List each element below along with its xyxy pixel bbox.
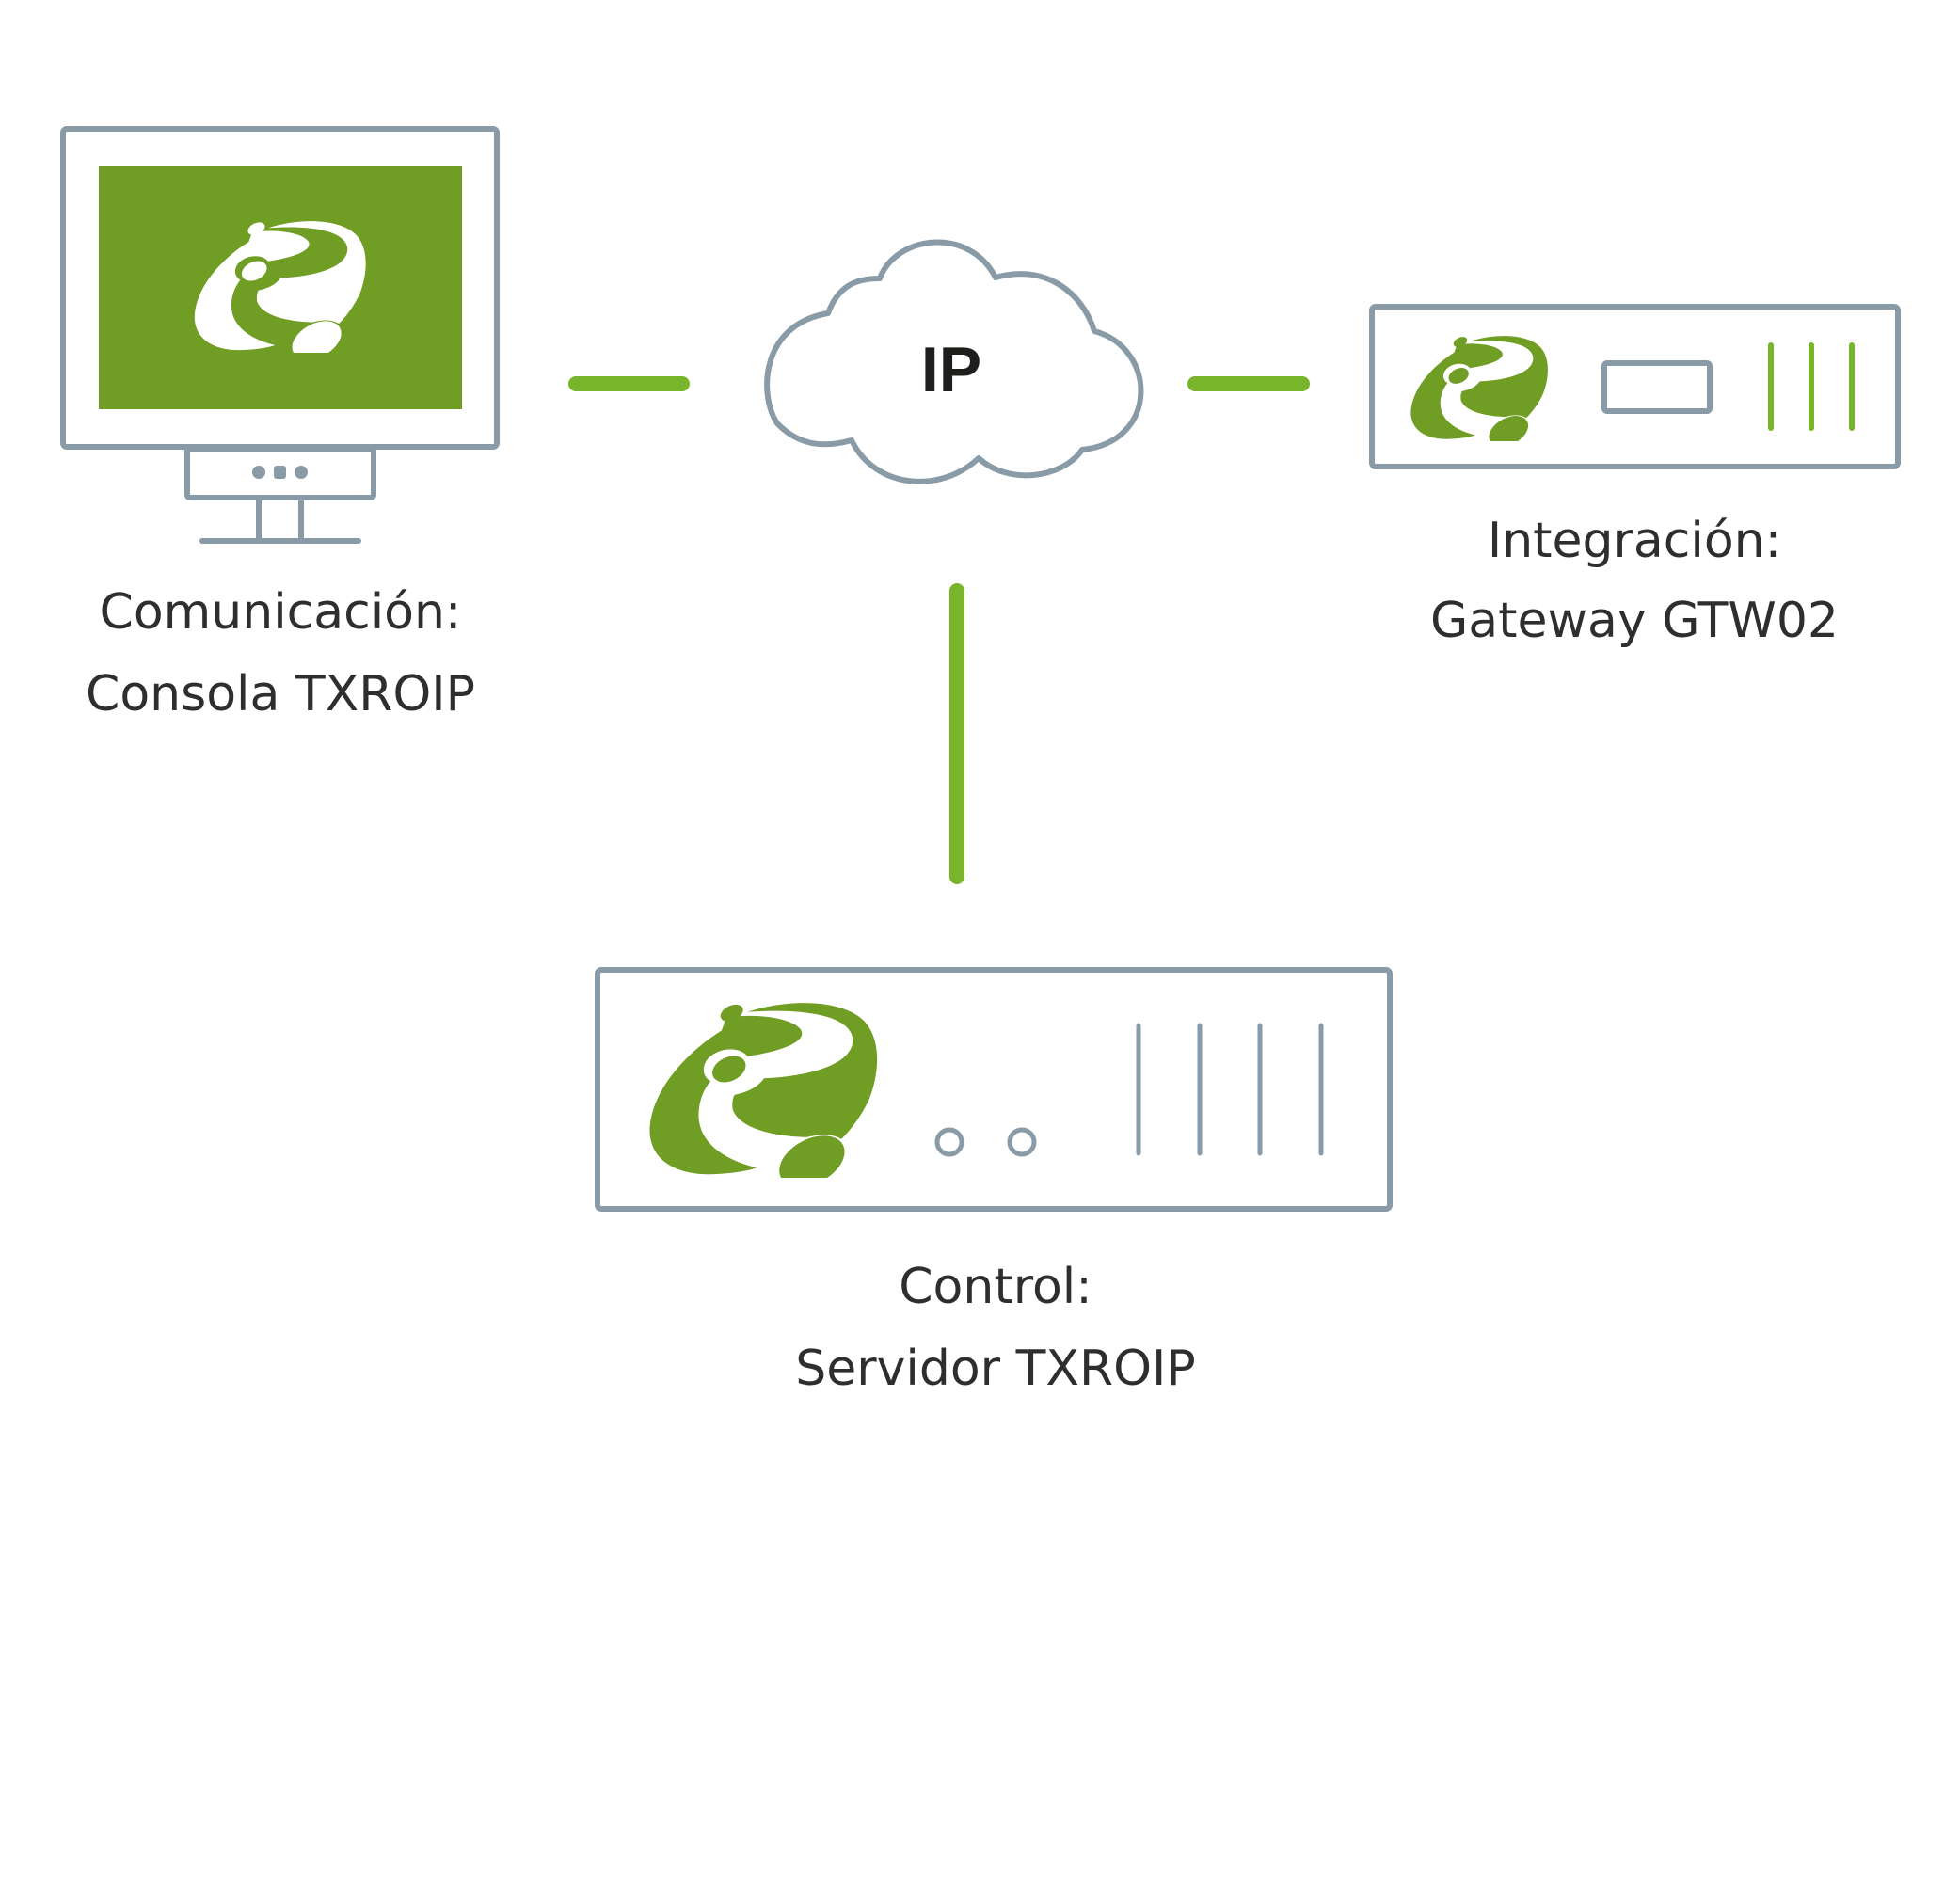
server-device-icon bbox=[595, 967, 1393, 1212]
monitor-dot bbox=[274, 466, 286, 479]
gateway-name-label: Gateway GTW02 bbox=[1430, 593, 1839, 649]
server-name-label: Servidor TXROIP bbox=[795, 1341, 1195, 1397]
brand-logo-icon bbox=[649, 1003, 878, 1178]
server-node: Control: Servidor TXROIP bbox=[595, 967, 1393, 1397]
monitor-dot bbox=[252, 466, 265, 479]
gateway-role-label: Integración: bbox=[1488, 513, 1781, 569]
ip-network-label: IP bbox=[921, 334, 981, 405]
server-role-label: Control: bbox=[899, 1259, 1092, 1315]
server-indicator bbox=[934, 1127, 964, 1157]
brand-logo-icon bbox=[1410, 336, 1548, 441]
console-node: Comunicación: Consola TXROIP bbox=[60, 126, 500, 722]
monitor-dot bbox=[295, 466, 308, 479]
gateway-device-icon bbox=[1369, 304, 1901, 469]
monitor-icon bbox=[60, 126, 500, 544]
console-role-label: Comunicación: bbox=[100, 584, 462, 641]
cloud-icon bbox=[764, 239, 1144, 484]
console-name-label: Consola TXROIP bbox=[86, 666, 475, 722]
ip-network-node: IP bbox=[764, 239, 1144, 484]
gateway-node: Integración: Gateway GTW02 bbox=[1369, 304, 1901, 649]
server-indicator bbox=[1007, 1127, 1037, 1157]
